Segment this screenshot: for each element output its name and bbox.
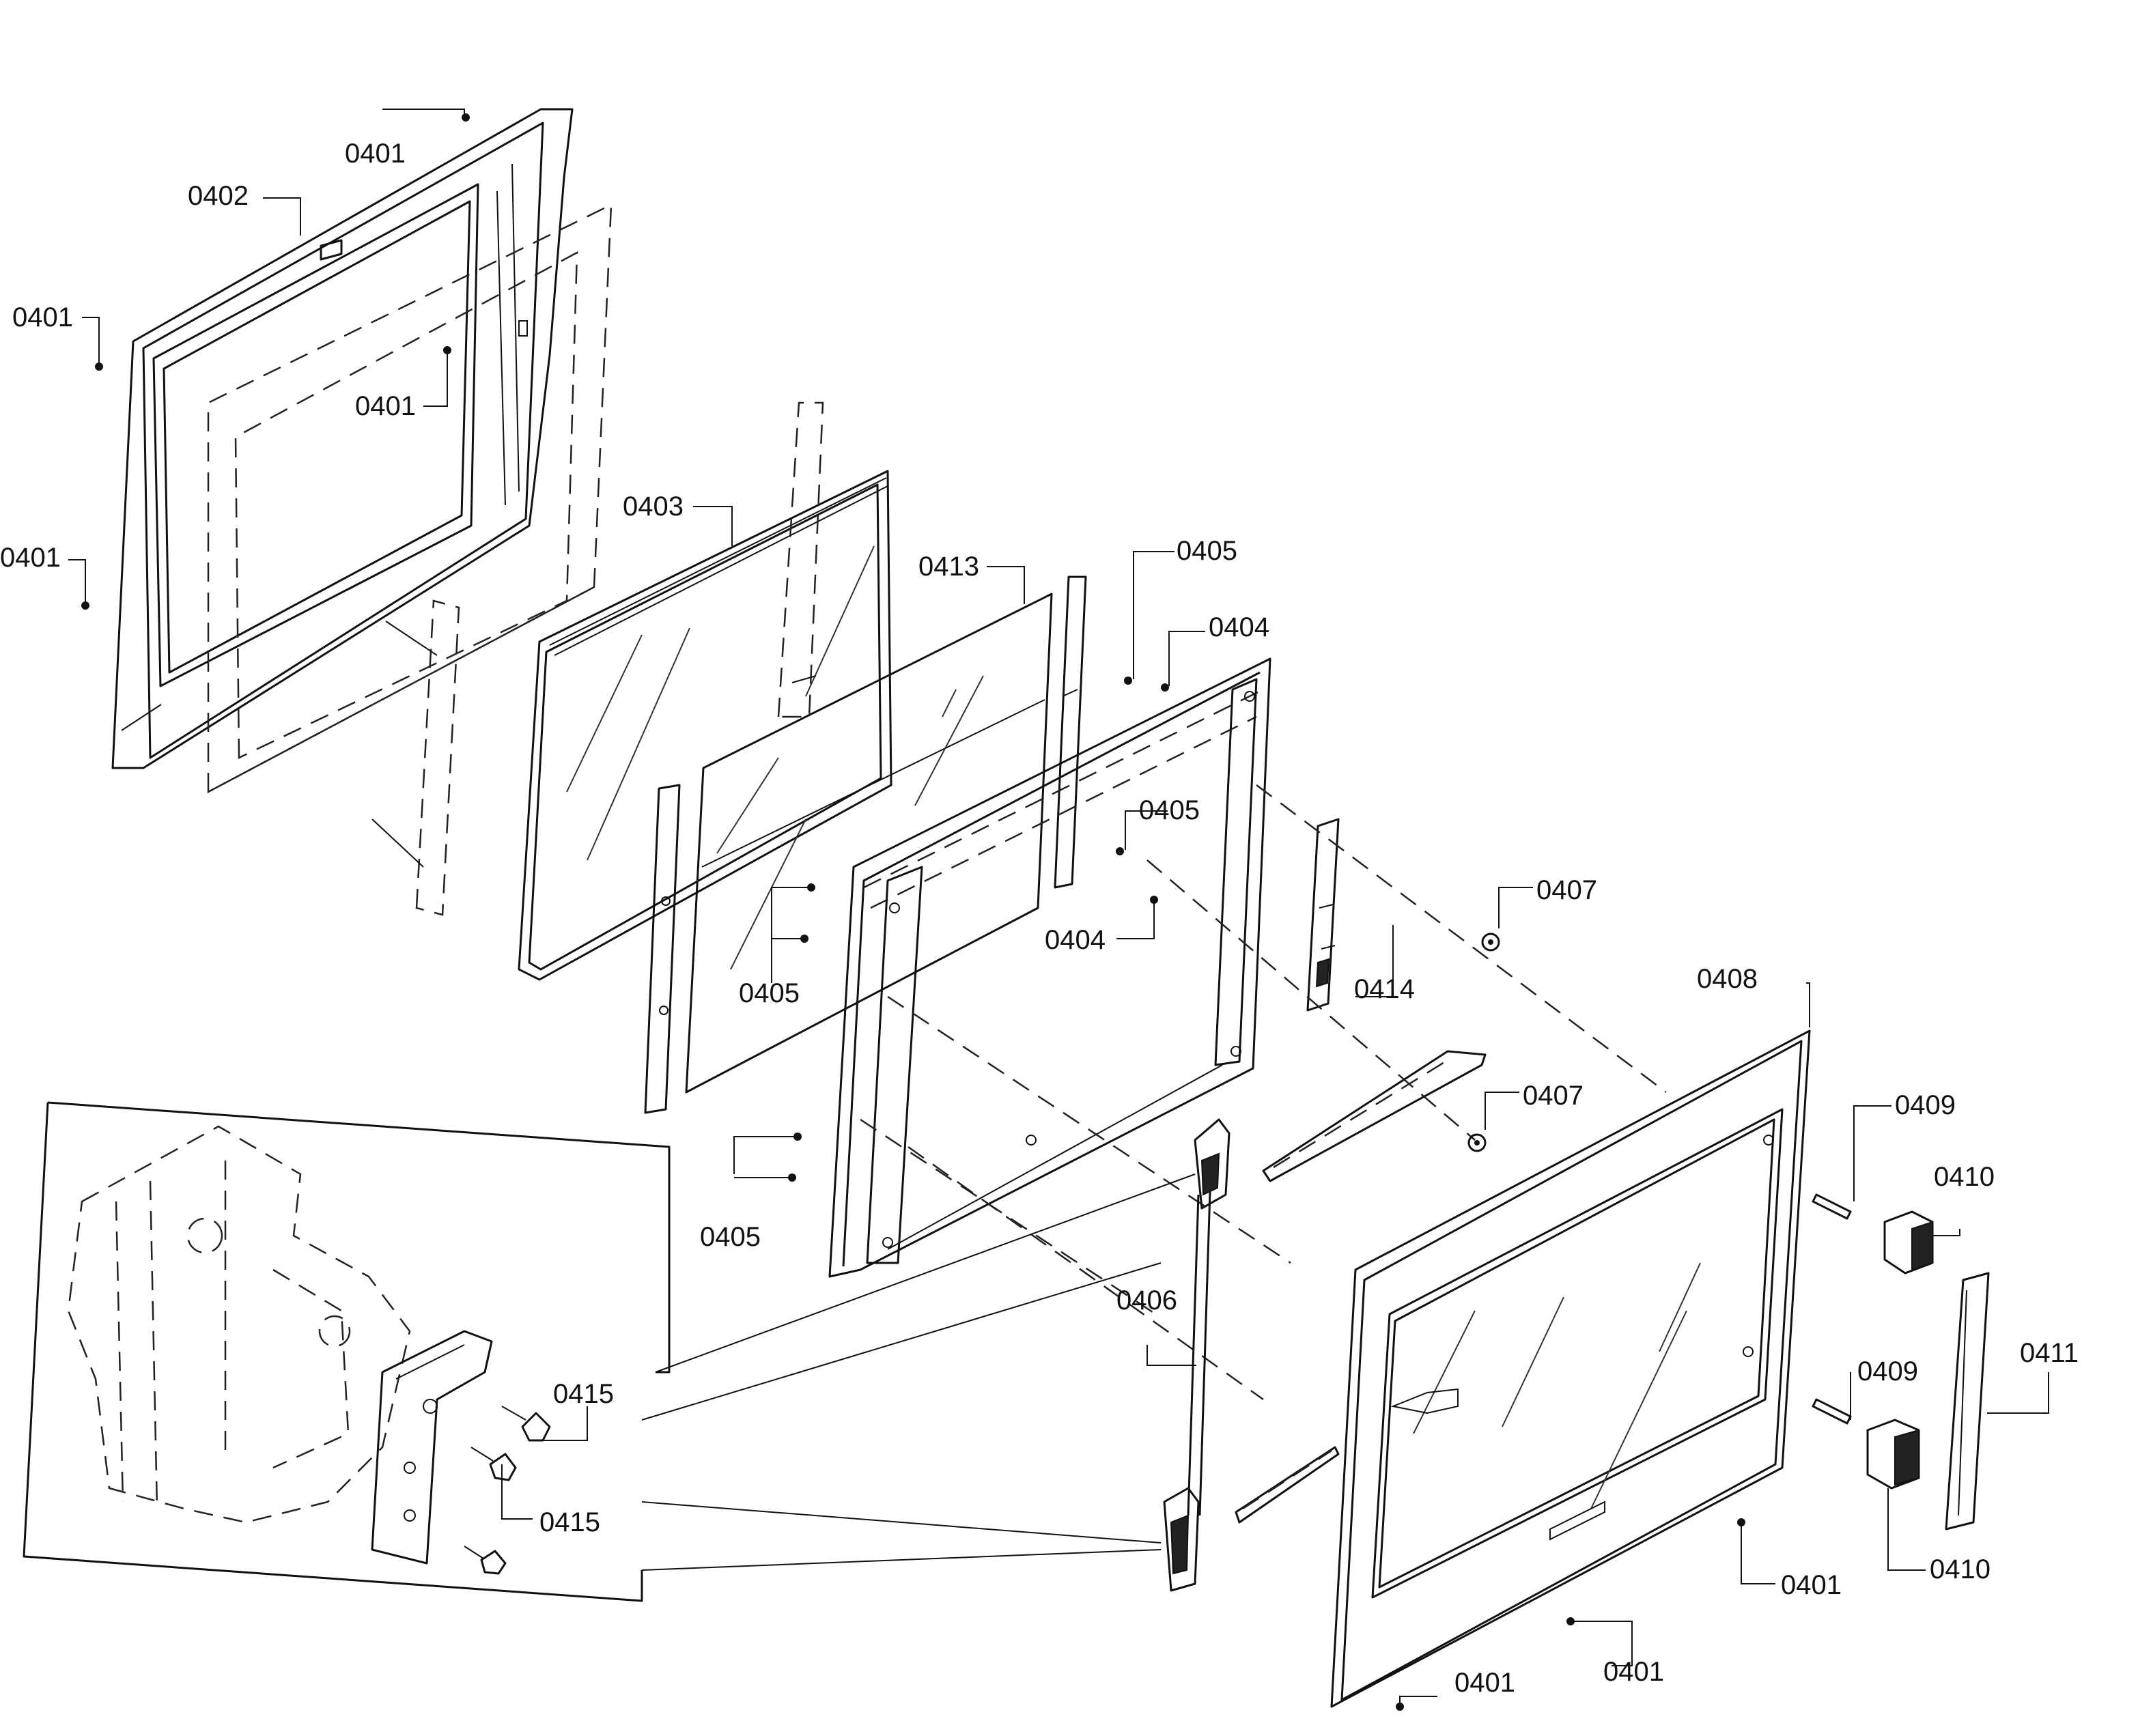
callout-label: 0405 [1139, 795, 1200, 825]
latch-bracket [1306, 818, 1340, 1012]
right-rail [1054, 575, 1087, 889]
glass-side-bracket [777, 401, 824, 718]
callout-label: 0408 [1697, 964, 1758, 994]
main-door-frame [828, 657, 1271, 1278]
callout-label: 0401 [1454, 1668, 1515, 1698]
caps-0410 [1866, 1210, 1934, 1490]
leader-lines [68, 109, 2049, 1711]
callout-label: 0411 [2020, 1338, 2079, 1368]
callout-label: 0407 [1523, 1081, 1584, 1111]
callout-label: 0401 [0, 543, 61, 573]
inner-liner-outline [207, 203, 613, 794]
outer-door-frame [111, 108, 574, 769]
glass-panel [685, 593, 1053, 1094]
callout-label: 0401 [1781, 1570, 1842, 1600]
outer-door-glass [1330, 1029, 1811, 1708]
callout-label: 0401 [345, 139, 406, 169]
inner-glass-assembly [518, 470, 892, 981]
callout-label: 0405 [739, 978, 800, 1008]
callout-label: 0407 [1536, 875, 1597, 905]
callout-label: 0415 [539, 1507, 600, 1537]
left-hinge-rail [644, 784, 681, 1114]
hinge-arms [1235, 1050, 1487, 1524]
callout-label: 0405 [700, 1222, 761, 1252]
callout-label: 0404 [1045, 925, 1106, 955]
washers [1467, 933, 1500, 1152]
handle-0411 [1945, 1272, 1990, 1531]
callout-labels: 0401 0402 0401 0401 0401 0403 0413 0405 … [0, 139, 2079, 1698]
callout-label: 0409 [1895, 1090, 1956, 1120]
callout-label: 0401 [12, 302, 73, 332]
callout-label: 0401 [1603, 1657, 1664, 1687]
callout-label: 0406 [1116, 1285, 1177, 1315]
left-bracket [371, 599, 460, 916]
callout-label: 0413 [918, 552, 979, 582]
callout-label: 0404 [1209, 612, 1269, 642]
callout-label: 0415 [553, 1379, 614, 1409]
callout-label: 0405 [1177, 536, 1237, 566]
callout-label: 0402 [188, 181, 249, 211]
callout-label: 0410 [1934, 1162, 1995, 1192]
callout-label: 0414 [1354, 974, 1415, 1004]
hinge-assembly [1163, 1118, 1230, 1592]
screws-0409 [1812, 1193, 1852, 1425]
hinge-detail-inset [23, 1101, 1196, 1602]
callout-label: 0401 [355, 391, 416, 421]
callout-label: 0410 [1930, 1554, 1991, 1584]
callout-label: 0409 [1857, 1356, 1918, 1386]
callout-label: 0403 [623, 492, 684, 522]
